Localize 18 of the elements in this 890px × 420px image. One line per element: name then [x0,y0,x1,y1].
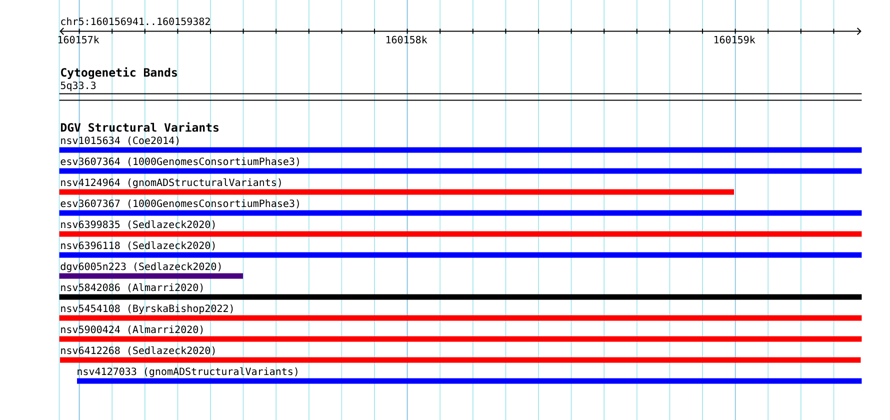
track-title: DGV Structural Variants [60,122,218,132]
band-label: 5q33.3 [60,82,96,92]
variant-label: esv3607367 (1000GenomesConsortiumPhase3) [60,199,299,208]
variant-label: nsv4124964 (gnomADStructuralVariants) [61,178,281,188]
variant-label: nsv5900424 (Almarri2020) [61,325,203,334]
variant-label: nsv5842086 (Almarri2020) [61,283,203,292]
coordinate-label: chr5:160156941..160159382 [61,17,210,26]
variant-label: nsv1015634 (Coe2014) [61,136,179,146]
variant-label: nsv4127033 (gnomADStructuralVariants) [78,367,298,378]
variant-label: nsv6412268 (Sedlazeck2020) [61,346,215,356]
variant-label: dgv6005n223 (Sedlazeck2020) [60,262,221,272]
variant-label: nsv6396118 (Sedlazeck2020) [61,241,215,250]
tick-label: 160158k [386,36,428,44]
variant-label: nsv5454108 (ByrskaBishop2022) [61,304,233,314]
tick-label: 160159k [714,36,756,44]
variant-label: nsv6399835 (Sedlazeck2020) [61,220,215,230]
tick-label: 160157k [58,36,100,44]
variant-label: esv3607364 (1000GenomesConsortiumPhase3) [60,157,299,166]
